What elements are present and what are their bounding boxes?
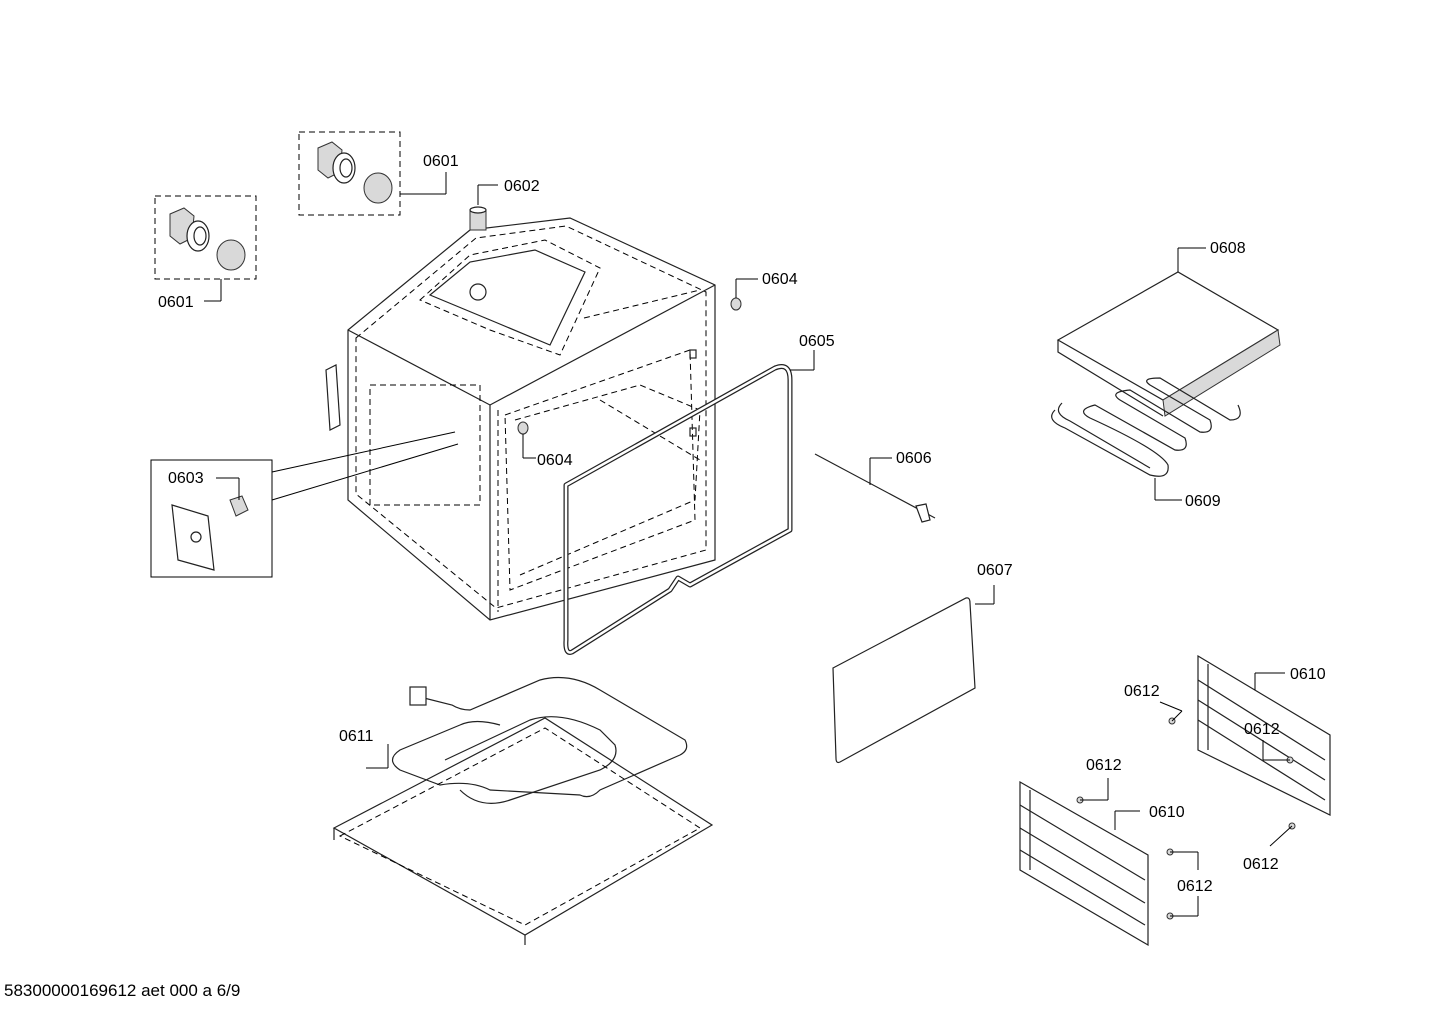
part-0604-left bbox=[517, 421, 536, 459]
part-0606-sensor bbox=[814, 453, 936, 523]
label-0612-a: 0612 bbox=[1124, 683, 1160, 700]
label-0610-left: 0610 bbox=[1149, 804, 1185, 821]
lamp-assembly-left bbox=[154, 195, 257, 302]
part-0605-gasket bbox=[563, 350, 815, 655]
part-0612-screws bbox=[1076, 701, 1296, 920]
bottom-tray bbox=[332, 717, 714, 945]
part-0610-rack-right bbox=[1197, 654, 1331, 816]
label-0601-left: 0601 bbox=[158, 294, 194, 311]
label-0602: 0602 bbox=[504, 178, 540, 195]
label-0612-e: 0612 bbox=[1177, 878, 1213, 895]
label-0609: 0609 bbox=[1185, 493, 1221, 510]
bottom-gasket bbox=[666, 838, 843, 933]
label-0608: 0608 bbox=[1210, 240, 1246, 257]
label-0606: 0606 bbox=[896, 450, 932, 467]
label-0605: 0605 bbox=[799, 333, 835, 350]
label-0610-right: 0610 bbox=[1290, 666, 1326, 683]
part-0611-bottom-element bbox=[366, 676, 688, 804]
label-0601-top: 0601 bbox=[423, 153, 459, 170]
label-0611: 0611 bbox=[339, 728, 374, 745]
part-0603-inset bbox=[150, 431, 459, 578]
label-0612-c: 0612 bbox=[1243, 856, 1279, 873]
label-0612-b: 0612 bbox=[1244, 721, 1280, 738]
part-0602 bbox=[469, 184, 498, 231]
lamp-assembly-top bbox=[298, 131, 447, 216]
oven-cavity bbox=[325, 217, 716, 621]
label-0607: 0607 bbox=[977, 562, 1013, 579]
part-0608-plate bbox=[1056, 247, 1281, 417]
label-0604-left: 0604 bbox=[537, 452, 573, 469]
document-footer-code: 58300000169612 aet 000 a 6/9 bbox=[4, 981, 241, 1000]
part-0609-element bbox=[1051, 377, 1241, 501]
label-0603: 0603 bbox=[168, 470, 204, 487]
part-0607-panel bbox=[832, 585, 995, 764]
label-0612-d: 0612 bbox=[1086, 757, 1122, 774]
part-0610-rack-left bbox=[1019, 780, 1149, 947]
part-0604-right bbox=[730, 278, 758, 311]
label-0604-right: 0604 bbox=[762, 271, 798, 288]
